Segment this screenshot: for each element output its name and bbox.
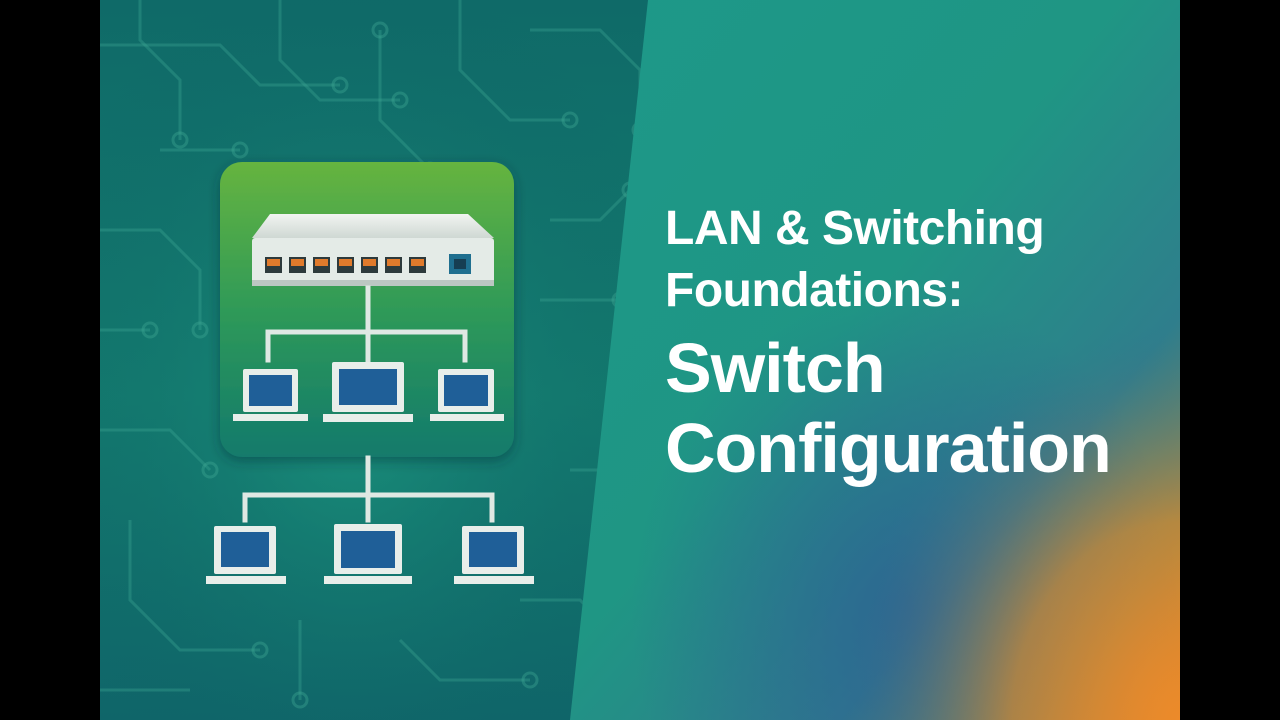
title-line-3: Switch bbox=[665, 329, 886, 407]
connector-lines-bottom bbox=[242, 455, 495, 523]
title-line-1: LAN & Switching bbox=[665, 202, 1045, 255]
laptop-computer-icon bbox=[430, 369, 504, 421]
laptop-computer-icon bbox=[323, 362, 413, 422]
laptop-computer-icon bbox=[233, 369, 308, 421]
title-main: Switch Configuration bbox=[665, 328, 1165, 488]
laptop-computer-icon bbox=[324, 524, 412, 584]
background-art bbox=[100, 0, 1180, 720]
network-switch-icon bbox=[252, 214, 494, 286]
laptop-computer-icon bbox=[206, 526, 286, 584]
laptop-computer-icon bbox=[454, 526, 534, 584]
artwork: LAN & Switching Foundations: Switch Conf… bbox=[100, 0, 1180, 720]
title-line-4: Configuration bbox=[665, 409, 1112, 487]
connector-lines-top bbox=[265, 285, 468, 363]
title-line-2: Foundations: bbox=[665, 264, 963, 317]
video-title: LAN & Switching Foundations: Switch Conf… bbox=[665, 198, 1165, 488]
